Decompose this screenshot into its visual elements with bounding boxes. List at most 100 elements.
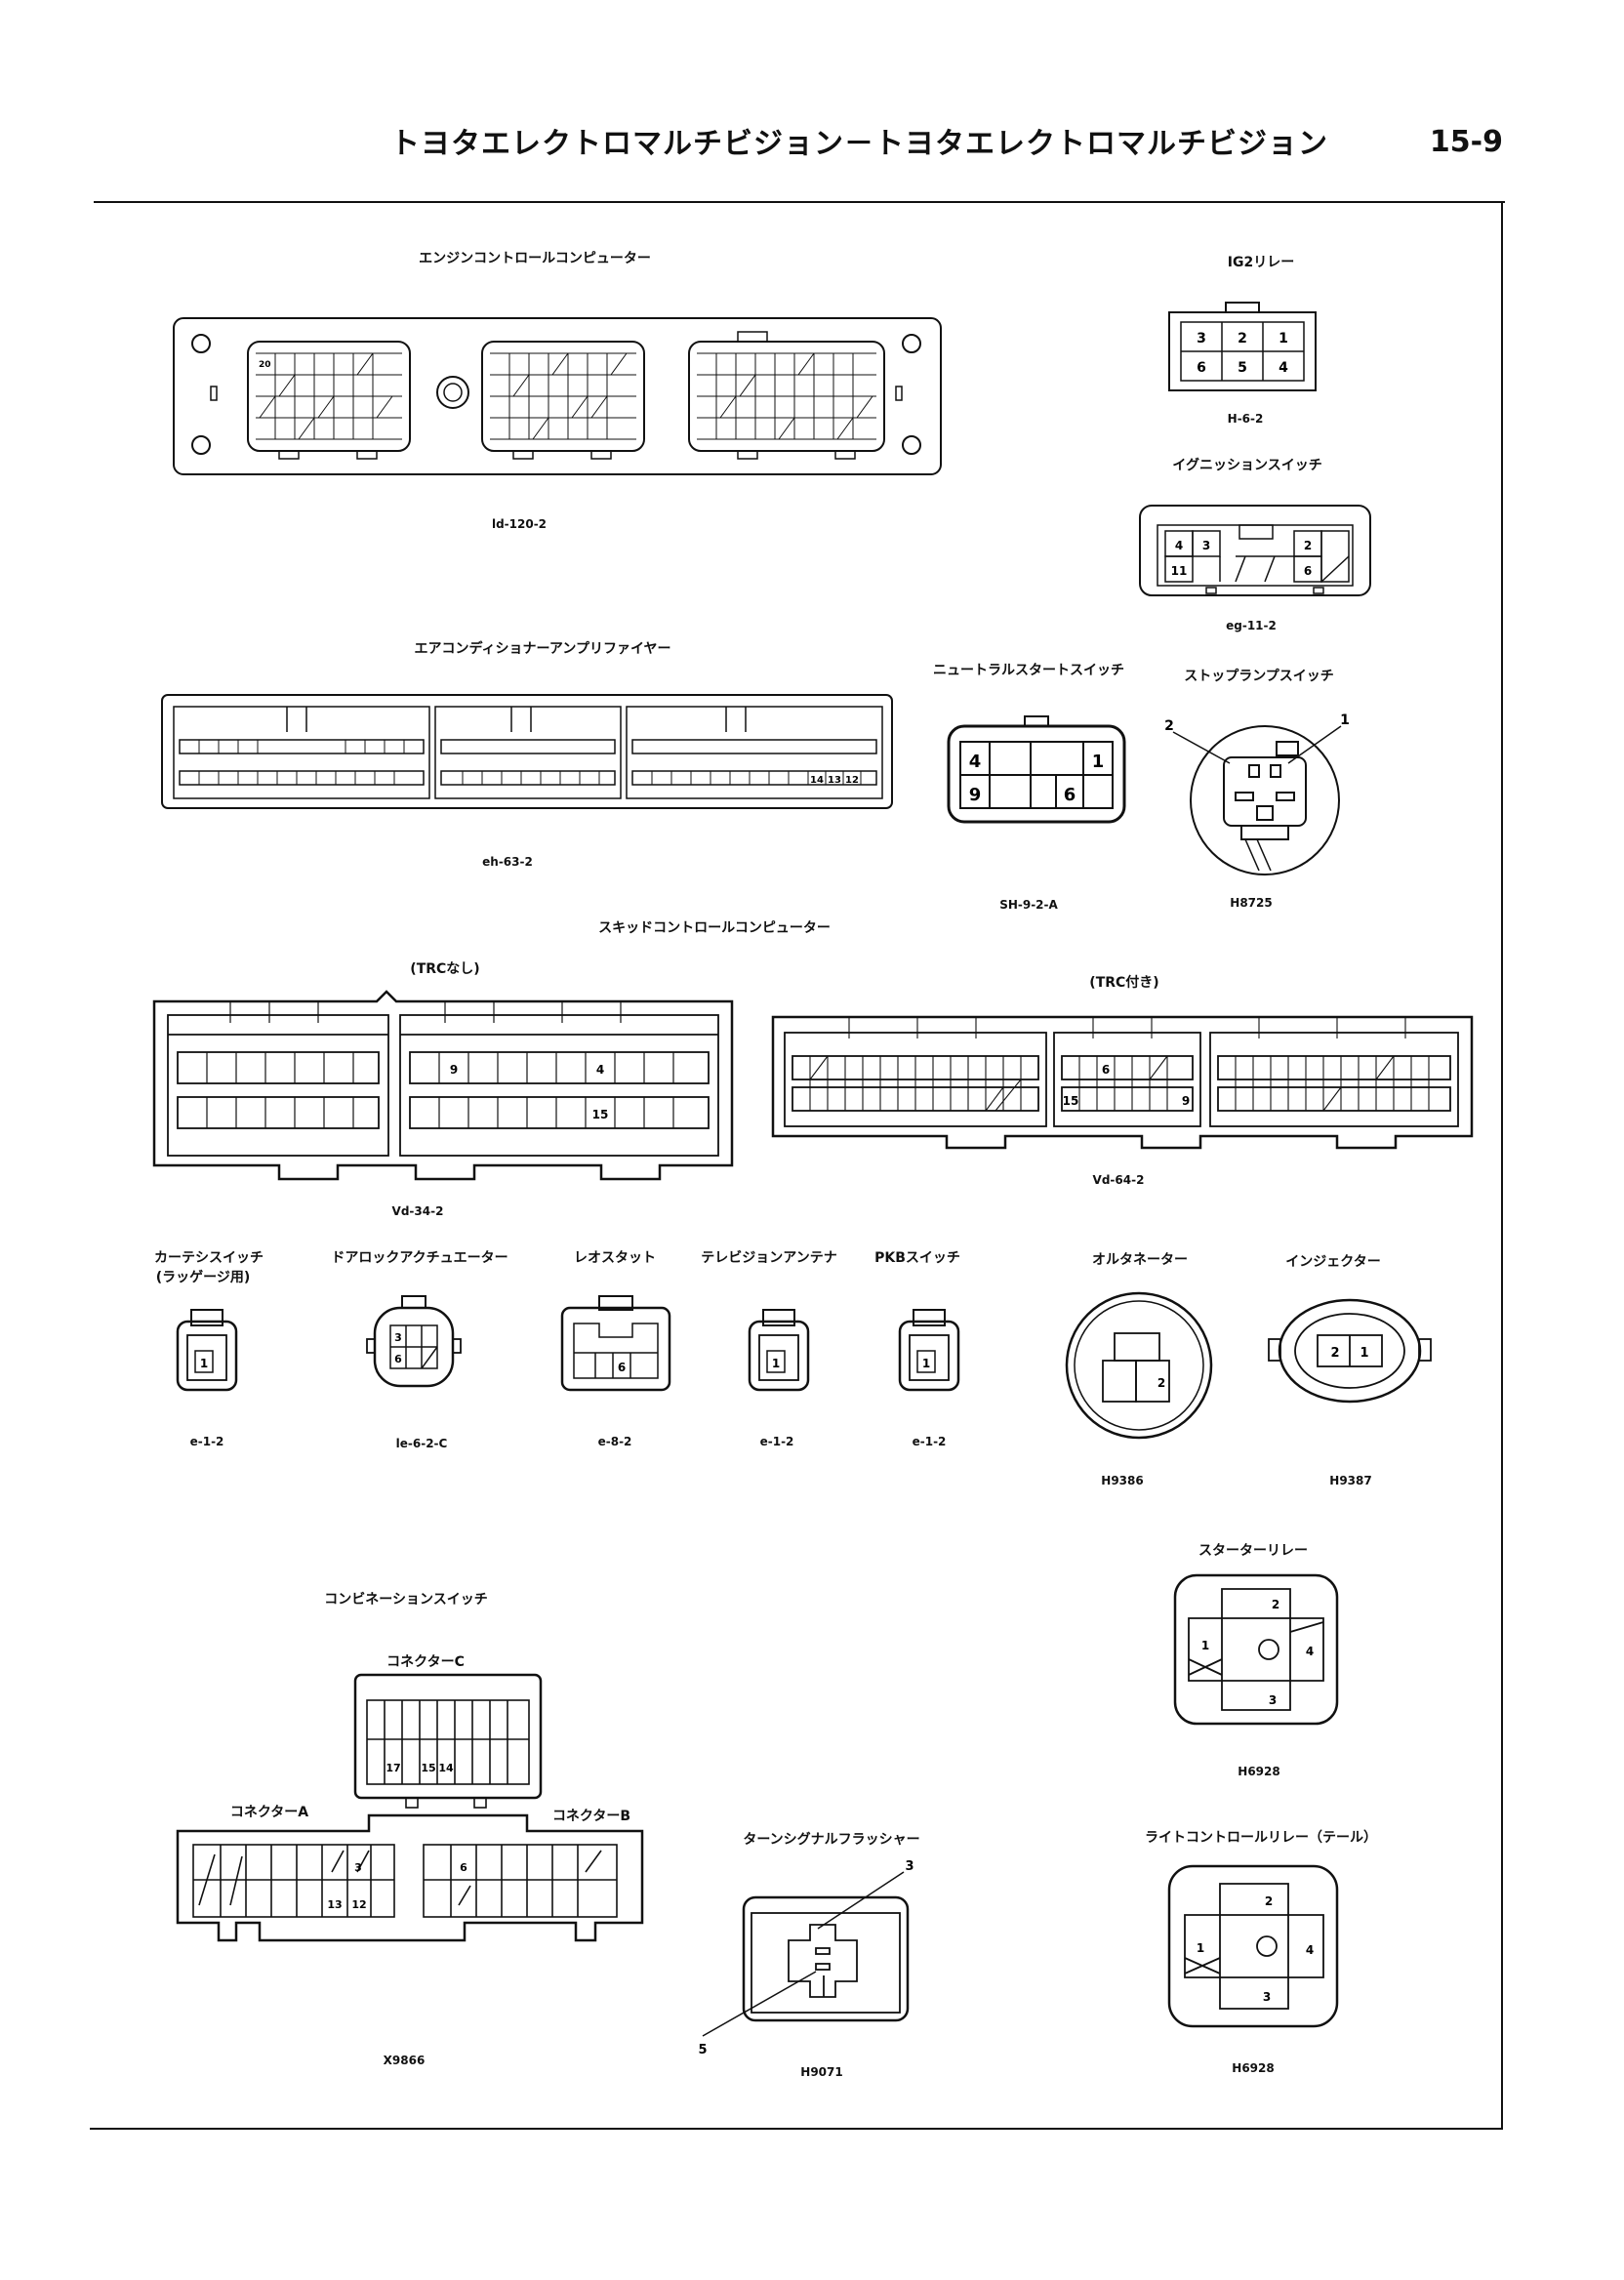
pkb-switch-title: PKBスイッチ [874,1250,960,1266]
ignition-switch-title: イグニッションスイッチ [1172,458,1322,473]
light-control-relay-pin: 2 [1265,1894,1273,1908]
courtesy-switch-title: カーテシスイッチ [154,1250,264,1266]
skid-control-ecu-title: スキッドコントロールコンピューター [598,920,831,936]
injector-title: インジェクター [1285,1254,1381,1270]
starter-relay-pin: 4 [1306,1645,1314,1658]
door-lock-actuator-connector-diagram: 3 6 [366,1295,462,1388]
courtesy-switch-subtitle: (ラッゲージ用) [155,1270,251,1285]
combination-switch-connector-a-pin: 12 [351,1898,366,1911]
frame-right-rule [1501,201,1503,2130]
ig2-relay-pin: 2 [1238,331,1247,346]
ignition-switch-pin: 4 [1175,539,1183,552]
skid-ecu-without-trc-label: (TRCなし) [410,961,480,977]
ac-amplifier-pin: 13 [828,775,841,786]
engine-ecu-code: ld-120-2 [491,517,548,531]
courtesy-switch-connector-diagram: 1 [176,1309,238,1392]
turn-signal-flasher-connector-diagram: 3 5 [698,1859,914,2057]
injector-pin: 1 [1360,1346,1368,1361]
engine-ecu-connector-diagram: 20 [173,317,942,475]
rheostat-title: レオスタット [574,1250,656,1266]
starter-relay-code: H6928 [1238,1765,1280,1778]
neutral-start-switch-connector-diagram: 4 1 9 6 [947,715,1126,824]
alternator-connector-diagram: 2 [1065,1291,1213,1440]
neutral-start-switch-title: ニュートラルスタートスイッチ [933,663,1124,678]
starter-relay-title: スターターリレー [1198,1543,1308,1559]
courtesy-switch-pin: 1 [200,1357,208,1370]
skid-ecu-with-trc-pin: 15 [1063,1094,1079,1108]
ignition-switch-connector-diagram: 4 3 11 2 6 [1139,505,1371,596]
ig2-relay-pin: 3 [1197,331,1206,346]
starter-relay-pin: 1 [1201,1639,1209,1652]
ignition-switch-pin: 11 [1171,564,1188,578]
alternator-title: オルタネーター [1092,1252,1188,1268]
door-lock-actuator-title: ドアロックアクチュエーター [331,1250,508,1266]
engine-ecu-title: エンジンコントロールコンピューター [419,251,651,266]
light-control-relay-code: H6928 [1232,2061,1275,2075]
neutral-start-switch-pin: 9 [969,785,982,805]
ig2-relay-pin: 1 [1279,331,1288,346]
skid-ecu-without-trc-pin: 15 [592,1108,609,1121]
page-number: 15-9 [1429,125,1503,159]
light-control-relay-title: ライトコントロールリレー（テール） [1145,1830,1377,1846]
frame-bottom-rule [90,2128,1503,2130]
ac-amplifier-connector-diagram: 14 13 12 [161,694,893,809]
alternator-pin: 2 [1157,1376,1165,1390]
ig2-relay-pin: 4 [1279,360,1288,376]
combination-switch-connector-a-label: コネクターA [229,1805,309,1820]
skid-ecu-without-trc-pin: 4 [596,1063,604,1077]
combination-switch-connector-c-pin: 14 [438,1762,454,1774]
tv-antenna-title: テレビジョンアンテナ [701,1250,837,1266]
door-lock-actuator-code: le-6-2-C [395,1437,448,1450]
injector-connector-diagram: 2 1 [1268,1298,1432,1404]
light-control-relay-connector-diagram: 2 1 4 3 [1167,1864,1339,2028]
ac-amplifier-code: eh-63-2 [482,855,533,869]
ignition-switch-pin: 2 [1304,539,1312,552]
skid-ecu-with-trc-diagram: 6 15 9 [771,1015,1474,1150]
turn-signal-flasher-pin: 5 [698,2043,707,2057]
ig2-relay-pin: 6 [1197,360,1206,376]
skid-ecu-without-trc-diagram: 9 4 15 [152,990,734,1181]
stop-lamp-switch-code: H8725 [1230,896,1273,910]
stop-lamp-switch-pin: 1 [1340,712,1350,728]
stop-lamp-switch-title: ストップランプスイッチ [1184,669,1334,684]
stop-lamp-switch-pin: 2 [1164,718,1174,734]
rheostat-pin: 6 [618,1361,626,1374]
pkb-switch-connector-diagram: 1 [898,1309,960,1392]
ignition-switch-pin: 6 [1304,564,1312,578]
page-header-title: トヨタエレクトロマルチビジョン－トヨタエレクトロマルチビジョン [390,127,1328,161]
ignition-switch-code: eg-11-2 [1226,619,1277,632]
ac-amplifier-pin: 12 [845,775,859,786]
injector-code: H9387 [1329,1474,1372,1487]
door-lock-actuator-pin: 6 [394,1353,402,1365]
combination-switch-connector-b-label: コネクターB [551,1809,631,1824]
neutral-start-switch-code: SH-9-2-A [999,898,1058,912]
light-control-relay-pin: 4 [1306,1943,1314,1957]
courtesy-switch-code: e-1-2 [189,1435,224,1448]
starter-relay-connector-diagram: 2 1 4 3 [1173,1573,1339,1726]
ig2-relay-pin: 5 [1238,360,1247,376]
combination-switch-connector-c-pin: 15 [421,1762,435,1774]
skid-ecu-without-trc-code: Vd-34-2 [391,1204,444,1218]
ig2-relay-code: H-6-2 [1227,412,1264,426]
engine-ecu-pin-20: 20 [259,360,271,370]
combination-switch-title: コンビネーションスイッチ [324,1592,488,1608]
pkb-switch-code: e-1-2 [912,1435,947,1448]
ignition-switch-pin: 3 [1202,539,1210,552]
skid-ecu-without-trc-pin: 9 [450,1063,458,1077]
combination-switch-connector-a-pin: 13 [327,1898,342,1911]
rheostat-code: e-8-2 [597,1435,632,1448]
tv-antenna-code: e-1-2 [759,1435,794,1448]
starter-relay-pin: 3 [1269,1693,1277,1707]
injector-pin: 2 [1330,1346,1339,1361]
ig2-relay-connector-diagram: 3 2 1 6 5 4 [1168,302,1317,391]
neutral-start-switch-pin: 4 [969,752,982,772]
combination-switch-connector-b-pin: 6 [460,1861,467,1874]
stop-lamp-switch-connector-diagram: 2 1 [1164,712,1350,875]
ig2-relay-title: IG2リレー [1227,255,1295,270]
turn-signal-flasher-pin: 3 [905,1859,914,1874]
turn-signal-flasher-title: ターンシグナルフラッシャー [743,1832,920,1848]
skid-ecu-with-trc-code: Vd-64-2 [1092,1173,1145,1187]
combination-switch-connector-c-label: コネクターC [386,1654,465,1670]
neutral-start-switch-pin: 6 [1064,785,1076,805]
light-control-relay-pin: 1 [1197,1941,1204,1955]
